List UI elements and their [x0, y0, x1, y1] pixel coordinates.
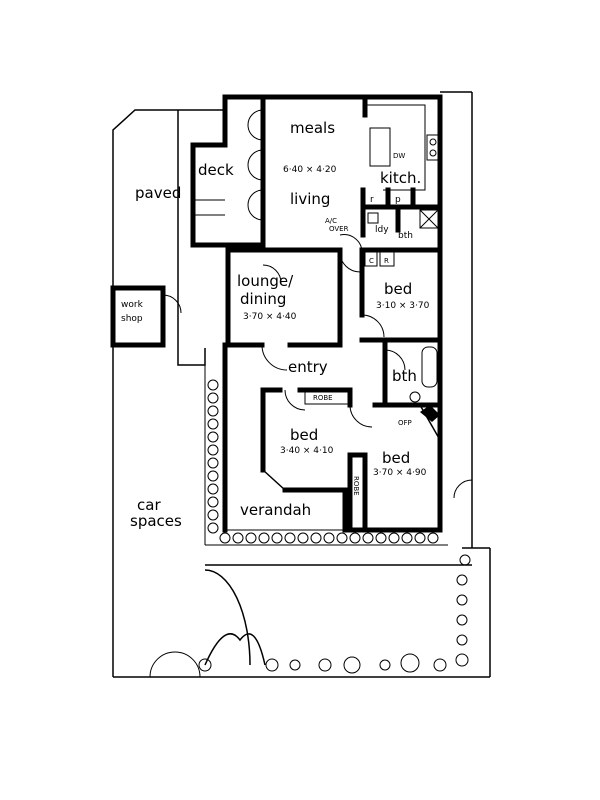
- label-bed3-dim: 3·70 × 4·90: [373, 468, 427, 478]
- label-dining: dining: [240, 290, 286, 308]
- label-ac: A/C: [325, 217, 337, 225]
- label-robe2: ROBE: [352, 476, 360, 496]
- label-bed3: bed: [382, 449, 410, 467]
- label-off: OFP: [398, 419, 412, 427]
- label-c: C: [369, 257, 374, 265]
- label-robe1: ROBE: [313, 394, 333, 402]
- label-verandah: verandah: [240, 501, 311, 519]
- label-r2: R: [384, 257, 389, 265]
- bathtub: [421, 346, 438, 388]
- kitchen-island: [369, 127, 391, 167]
- trough: [367, 212, 379, 224]
- label-spaces: spaces: [130, 512, 182, 530]
- label-deck: deck: [198, 161, 234, 179]
- label-laundry: ldy: [375, 225, 389, 235]
- label-entry: entry: [288, 358, 328, 376]
- label-living: living: [290, 190, 330, 208]
- label-paved: paved: [135, 184, 181, 202]
- label-dishwasher: DW: [393, 152, 405, 160]
- label-meals: meals: [290, 119, 335, 137]
- label-bath2: bth: [392, 367, 417, 385]
- fixtures: [304, 127, 441, 441]
- label-lounge: lounge/: [237, 272, 294, 290]
- label-bath1: bth: [398, 231, 413, 241]
- label-bed1-dim: 3·10 × 3·70: [376, 301, 430, 311]
- label-bed2-dim: 3·40 × 4·10: [280, 446, 334, 456]
- label-bed2: bed: [290, 426, 318, 444]
- label-kitchen: kitch.: [380, 169, 421, 187]
- house-walls: [110, 94, 443, 533]
- label-shop: shop: [121, 314, 143, 324]
- garden-shrubs: [198, 350, 471, 674]
- label-work: work: [121, 300, 144, 310]
- cooktop: [426, 134, 441, 161]
- label-meals-dim: 6·40 × 4·20: [283, 165, 337, 175]
- label-p: p: [395, 195, 401, 205]
- label-car: car: [137, 496, 161, 514]
- label-r: r: [370, 195, 374, 205]
- door-swings: [149, 109, 473, 678]
- label-ac-over: OVER: [329, 225, 349, 233]
- label-bed1: bed: [384, 280, 412, 298]
- label-lounge-dim: 3·70 × 4·40: [243, 312, 297, 322]
- shower: [419, 209, 439, 229]
- site-boundary: [112, 91, 491, 678]
